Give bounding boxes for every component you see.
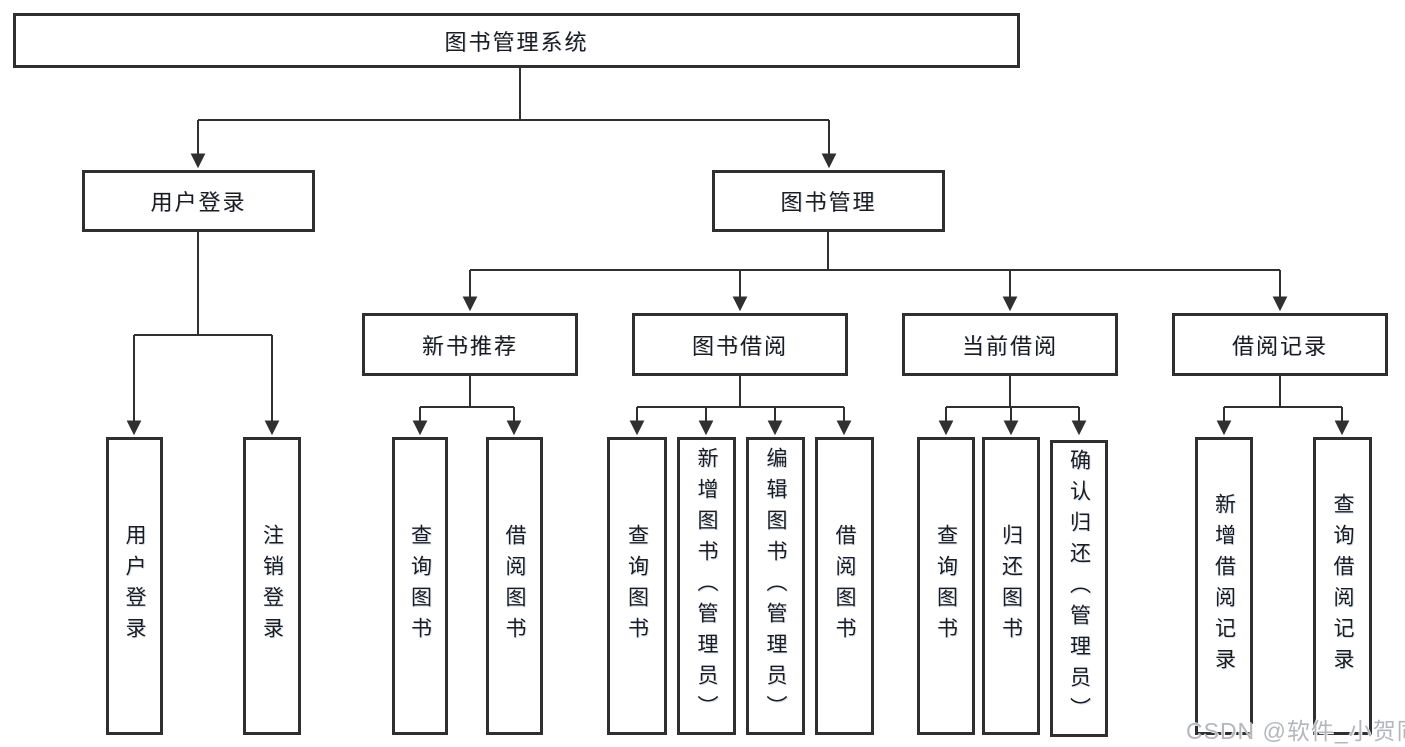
node-book-management: 图书管理 [712, 170, 945, 232]
node-label: 新增借阅记录 [1212, 493, 1236, 679]
node-label: 图书借阅 [691, 333, 788, 359]
node-label: 查询图书 [934, 524, 958, 648]
node-label: 图书管理系统 [444, 29, 589, 55]
leaf-confirm-return-admin: 确认归还（管理员） [1050, 440, 1108, 737]
leaf-logout: 注销登录 [243, 437, 301, 735]
node-label: 归还图书 [999, 524, 1023, 648]
leaf-add-borrow-record: 新增借阅记录 [1195, 437, 1253, 735]
node-label: 查询借阅记录 [1331, 493, 1354, 679]
node-label: 新增图书（管理员） [695, 446, 718, 726]
node-label: 用户登录 [150, 190, 247, 215]
node-book-borrowing: 图书借阅 [632, 313, 848, 376]
node-label: 借阅记录 [1231, 333, 1328, 359]
csdn-watermark: CSDN @软件_小贺同学 [1186, 718, 1405, 744]
node-label: 用户登录 [123, 524, 146, 648]
leaf-add-books-admin: 新增图书（管理员） [677, 437, 736, 735]
node-label: 确认归还（管理员） [1067, 449, 1091, 728]
leaf-query-books-borrowing: 查询图书 [607, 437, 667, 735]
node-library-management-system: 图书管理系统 [13, 13, 1020, 68]
leaf-user-login: 用户登录 [106, 437, 163, 735]
leaf-query-books-current: 查询图书 [917, 437, 975, 735]
node-label: 注销登录 [260, 524, 284, 648]
node-label: 当前借阅 [961, 333, 1058, 359]
node-user-login: 用户登录 [82, 170, 315, 232]
leaf-query-borrow-record: 查询借阅记录 [1313, 437, 1372, 735]
node-borrow-records: 借阅记录 [1172, 313, 1388, 376]
leaf-borrow-books-borrowing: 借阅图书 [815, 437, 874, 735]
node-label: 查询图书 [408, 524, 432, 648]
node-label: 新书推荐 [421, 333, 518, 359]
leaf-query-books-recommend: 查询图书 [392, 437, 448, 735]
leaf-edit-books-admin: 编辑图书（管理员） [746, 437, 805, 735]
node-label: 借阅图书 [833, 524, 856, 648]
node-new-book-recommend: 新书推荐 [362, 313, 578, 376]
node-label: 借阅图书 [503, 524, 526, 648]
node-label: 图书管理 [780, 190, 877, 215]
leaf-borrow-books-recommend: 借阅图书 [486, 437, 543, 735]
node-label: 编辑图书（管理员） [764, 446, 787, 726]
node-label: 查询图书 [625, 524, 649, 648]
leaf-return-books: 归还图书 [982, 437, 1040, 735]
node-current-borrowing: 当前借阅 [902, 313, 1118, 376]
